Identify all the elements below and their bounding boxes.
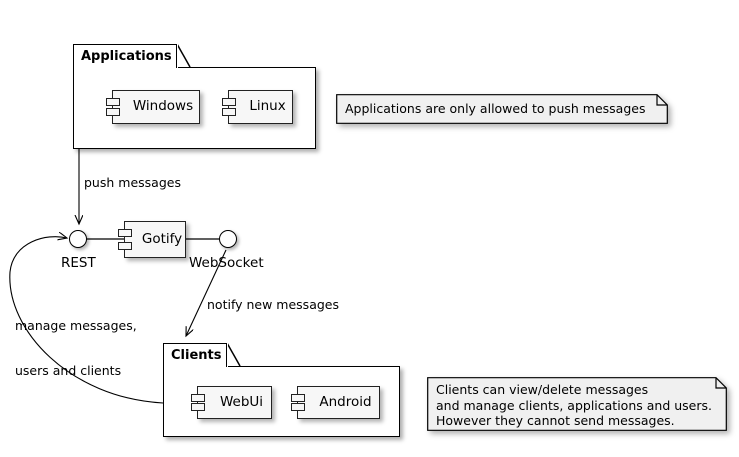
component-port-icon xyxy=(291,394,305,402)
package-clients-tab-slant xyxy=(227,343,241,367)
edge-label-push-messages: push messages xyxy=(84,175,181,190)
edge-manage-messages xyxy=(9,237,164,404)
component-windows-label: Windows xyxy=(132,98,194,115)
component-port-icon xyxy=(222,108,236,116)
note-applications-text: Applications are only allowed to push me… xyxy=(345,101,646,116)
edge-label-notify-new-messages: notify new messages xyxy=(207,297,339,312)
interface-rest-label: REST xyxy=(61,255,96,271)
package-applications-label: Applications xyxy=(81,49,172,64)
component-port-icon xyxy=(191,403,205,411)
interface-websocket-circle[interactable] xyxy=(219,230,237,248)
edge-label-manage-messages-line1: manage messages, xyxy=(15,318,137,333)
interface-rest-circle[interactable] xyxy=(69,230,87,248)
package-applications[interactable]: Applications Windows Linux xyxy=(73,44,316,149)
package-applications-tab-slant xyxy=(177,44,191,68)
note-applications: Applications are only allowed to push me… xyxy=(336,94,668,124)
component-port-icon xyxy=(118,242,132,250)
component-port-icon xyxy=(291,403,305,411)
note-clients: Clients can view/delete messages and man… xyxy=(427,377,727,431)
component-webui[interactable]: WebUi xyxy=(191,386,272,419)
note-applications-shape xyxy=(336,94,668,124)
component-port-icon xyxy=(106,98,120,106)
component-gotify[interactable]: Gotify xyxy=(118,221,186,258)
component-gotify-label: Gotify xyxy=(141,230,183,247)
note-clients-shape xyxy=(427,377,727,431)
component-windows[interactable]: Windows xyxy=(106,90,200,124)
package-applications-tab: Applications xyxy=(73,44,177,68)
edge-label-manage-messages-line2: users and clients xyxy=(15,363,122,378)
package-clients[interactable]: Clients WebUi Android xyxy=(163,343,400,437)
note-clients-text: Clients can view/delete messages and man… xyxy=(436,382,712,428)
package-clients-label: Clients xyxy=(171,348,222,363)
component-webui-label: WebUi xyxy=(219,393,264,410)
component-linux-label: Linux xyxy=(249,98,286,115)
package-clients-tab: Clients xyxy=(163,343,227,367)
component-android-label: Android xyxy=(319,393,372,410)
interface-websocket-label: WebSocket xyxy=(189,255,264,271)
component-port-icon xyxy=(191,394,205,402)
component-android[interactable]: Android xyxy=(291,386,380,419)
edge-label-manage-messages: manage messages, users and clients xyxy=(15,288,137,408)
component-port-icon xyxy=(222,98,236,106)
component-linux[interactable]: Linux xyxy=(222,90,293,124)
edge-notify-new-messages xyxy=(186,249,227,336)
component-port-icon xyxy=(106,108,120,116)
component-port-icon xyxy=(118,229,132,237)
